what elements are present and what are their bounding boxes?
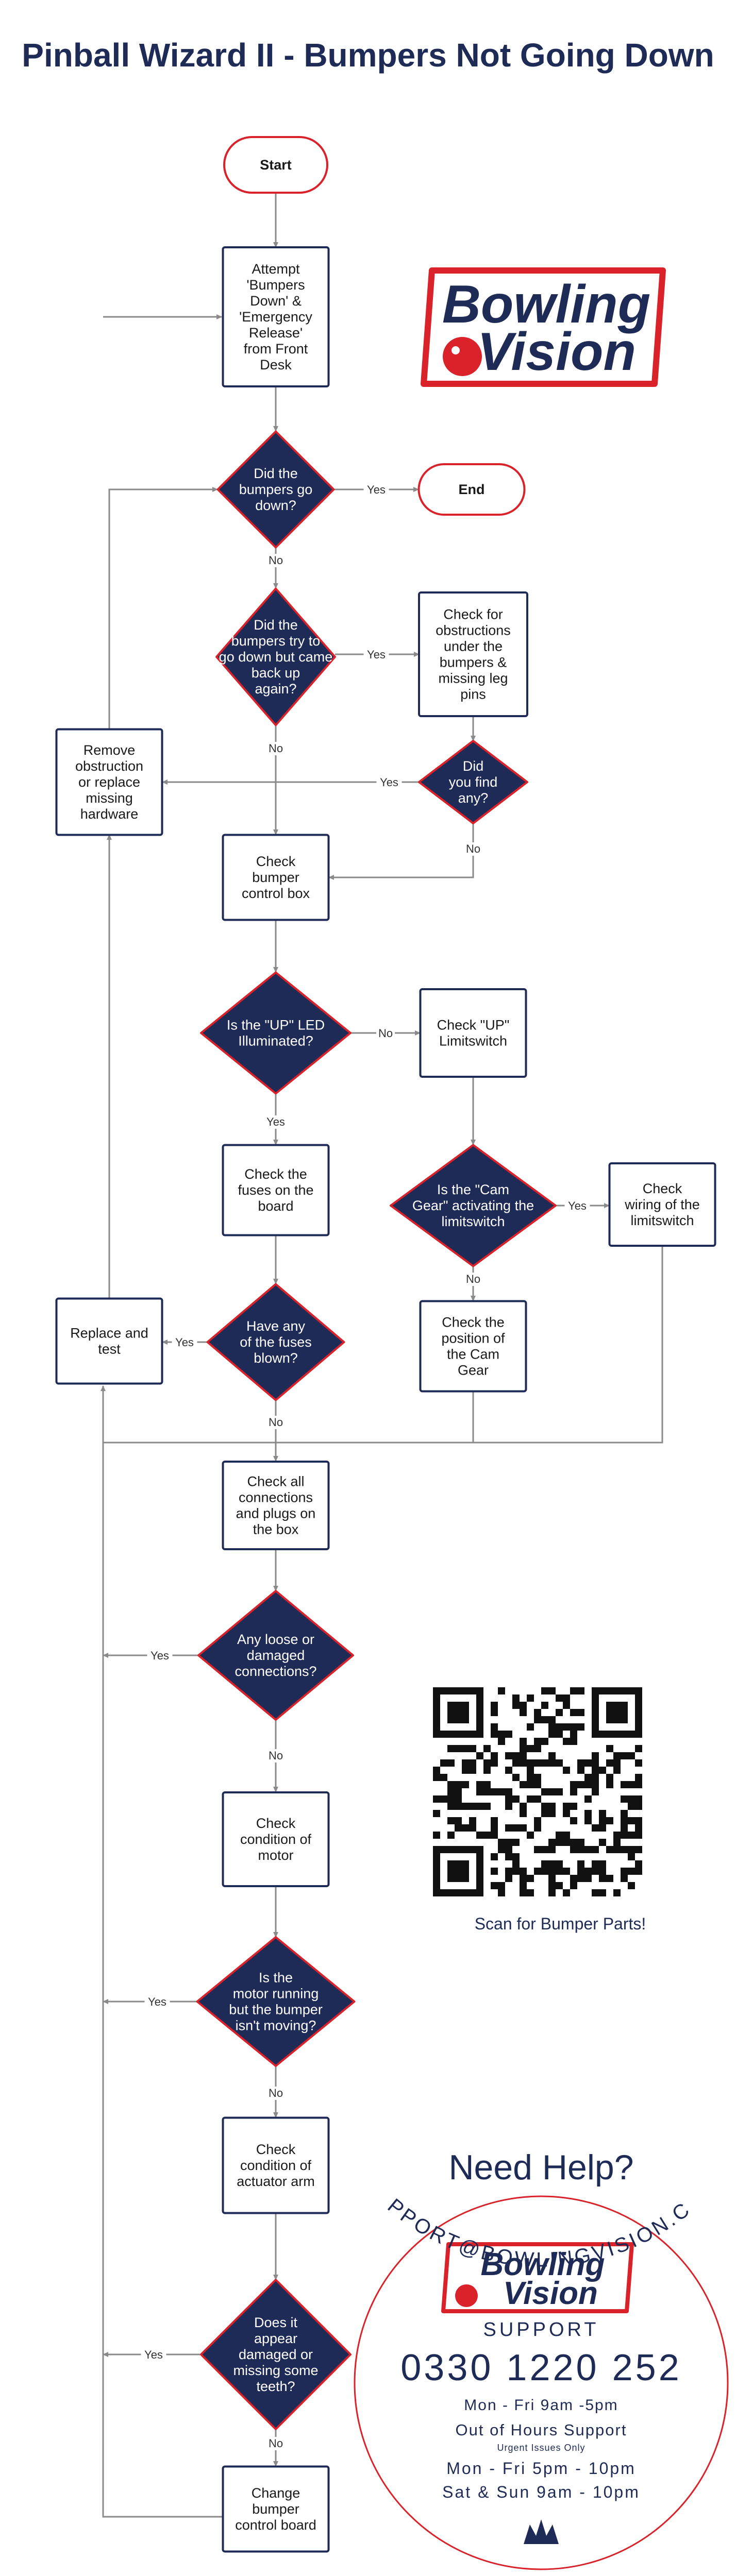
edge-label-yes: Yes <box>367 648 386 661</box>
connector-31 <box>101 1385 223 2518</box>
bowling-vision-logo: Bowling Vision <box>421 267 666 387</box>
bowling-ball-icon <box>443 337 482 376</box>
connector-7 <box>328 823 474 880</box>
edge-label-yes: Yes <box>367 483 386 496</box>
edge-label-no: No <box>466 842 480 855</box>
support-hours: Mon - Fri 9am -5pm <box>464 2397 618 2414</box>
edge-label-no: No <box>269 554 283 567</box>
page-title: Pinball Wizard II - Bumpers Not Going Do… <box>22 37 714 74</box>
connector-18 <box>108 487 218 729</box>
edge-label-yes: Yes <box>380 776 398 789</box>
out-of-hours-label: Out of Hours Support <box>456 2421 627 2439</box>
edge-label-yes: Yes <box>266 1115 285 1128</box>
node-limit: Check "UP"Limitswitch <box>419 988 527 1078</box>
edge-label-no: No <box>269 1416 283 1429</box>
edge-label-no: No <box>269 2437 283 2450</box>
ooh-weekend: Sat & Sun 9am - 10pm <box>442 2483 640 2501</box>
node-label-start: Start <box>260 157 292 173</box>
edge-label-no: No <box>269 1749 283 1762</box>
edge-label-no: No <box>269 2087 283 2099</box>
edge-label-no: No <box>269 742 283 755</box>
edge-label-no: No <box>466 1273 480 1285</box>
help-heading: Need Help? <box>448 2148 633 2187</box>
edge-labels: YesNoYesNoYesNoNoYesYesNoYesNoYesNoYesNo… <box>141 483 590 2450</box>
edge-label-no: No <box>378 1027 393 1040</box>
urgent-label: Urgent Issues Only <box>497 2443 585 2453</box>
logo-text-vision: Vision <box>477 322 636 382</box>
edge-label-yes: Yes <box>150 1649 169 1662</box>
badge-logo-bowling: Bowling <box>480 2247 605 2282</box>
edge-label-yes: Yes <box>175 1336 194 1349</box>
node-label-end: End <box>459 482 485 497</box>
node-start: Start <box>223 136 328 194</box>
node-end: End <box>417 463 526 516</box>
crown-icon <box>524 2519 559 2544</box>
support-phone: 0330 1220 252 <box>400 2347 681 2388</box>
edge-label-yes: Yes <box>568 1199 587 1212</box>
badge-bowling-ball-icon <box>455 2284 478 2307</box>
qr-caption: Scan for Bumper Parts! <box>475 1914 646 1933</box>
ooh-weekday: Mon - Fri 5pm - 10pm <box>446 2459 636 2478</box>
connector-20 <box>103 1246 663 1444</box>
support-label: SUPPORT <box>483 2319 599 2341</box>
badge-logo-vision: Vision <box>503 2276 598 2311</box>
edge-label-yes: Yes <box>148 1995 166 2008</box>
edge-label-yes: Yes <box>144 2348 163 2361</box>
qr-code[interactable] <box>430 1684 645 1900</box>
node-label-limit: Check "UP"Limitswitch <box>437 1018 510 1049</box>
logo-text-bowling: Bowling <box>442 275 650 334</box>
